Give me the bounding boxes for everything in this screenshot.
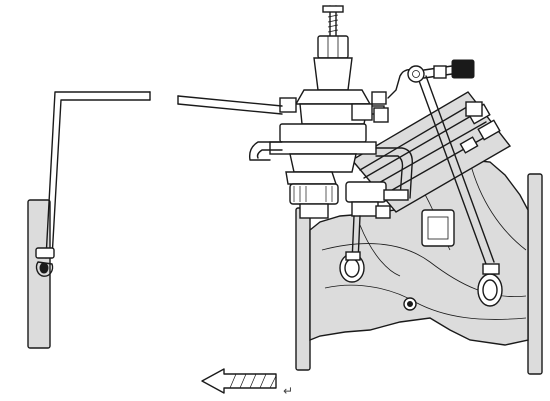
handwheel-knob (451, 59, 475, 79)
inlet-flange (295, 207, 311, 371)
flow-direction-arrow (201, 368, 277, 394)
left-sensing-rod (339, 215, 365, 283)
lock-nut (317, 35, 349, 59)
spring-bonnet (313, 57, 353, 91)
right-gauge-port (477, 273, 503, 307)
control-tubing (177, 68, 415, 199)
valve-cover (350, 91, 512, 213)
needle-valve-right (345, 181, 409, 219)
return-mark: ↵ (283, 384, 294, 398)
position-indicator-rod (407, 59, 503, 307)
rod-top-joint (407, 65, 425, 83)
pilot-regulator (269, 5, 389, 185)
needle-valve-left (289, 183, 339, 219)
adjusting-screw-cap (322, 5, 344, 13)
outlet-flange (527, 173, 543, 375)
inspection-port (421, 209, 455, 247)
cover-plug (371, 91, 387, 105)
left-pilot-tube (35, 91, 151, 277)
